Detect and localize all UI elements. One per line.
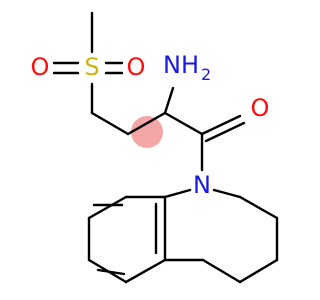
atom-ring-nitrogen: N <box>193 171 211 199</box>
bond-benzene-2 <box>87 195 128 220</box>
atom-oxygen-right: O <box>127 53 146 81</box>
atom-sulfur: S <box>84 53 99 81</box>
atom-carbonyl-oxygen: O <box>251 94 270 122</box>
atom-oxygen-left: O <box>31 53 50 81</box>
bond-carbonyl-o-a <box>200 114 242 136</box>
bond-sat-3 <box>238 258 279 284</box>
bond-ch-carbonyl <box>163 111 204 136</box>
highlighted-atom <box>131 116 163 148</box>
bond-benzene-5 <box>124 258 167 284</box>
bond-ch2-ch <box>126 111 167 136</box>
atom-amine-subscript: 2 <box>201 65 211 84</box>
bond-ring-n-c1 <box>163 188 192 199</box>
bond-carbonyl-o-b <box>204 121 246 143</box>
bond-n-ch2 <box>212 188 242 199</box>
atom-amine: NH <box>163 51 199 79</box>
bond-ch-amine <box>163 86 175 115</box>
bond-benzene-4-inner <box>96 268 126 276</box>
bond-sat-4 <box>201 258 242 284</box>
molecule-structure-diagram: S O O NH 2 O N <box>31 11 279 284</box>
bond-sat-1 <box>238 195 279 220</box>
bond-ch2-ch2 <box>90 111 130 136</box>
